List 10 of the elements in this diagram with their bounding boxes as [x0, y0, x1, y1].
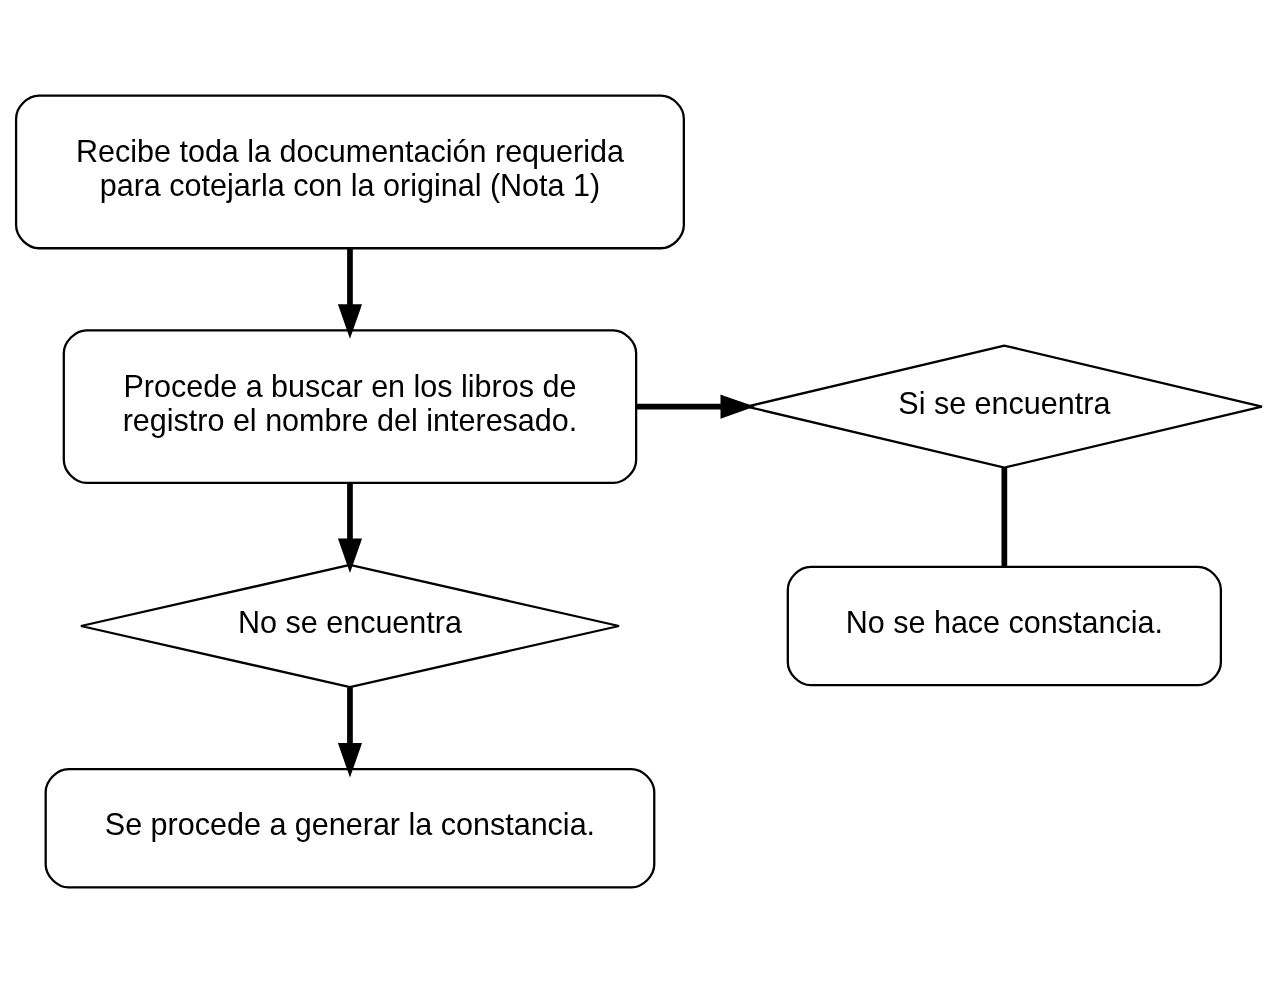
connector — [1001, 467, 1008, 566]
arrow — [337, 482, 362, 573]
arrow — [337, 248, 362, 339]
node-box: Recibe toda la documentación requerida para cotejarla con la original (Nota 1) — [14, 94, 685, 249]
node-box: Se procede a generar la constancia. — [44, 767, 656, 888]
arrow — [636, 394, 755, 419]
node-diamond: No se encuentra — [79, 563, 621, 688]
node-box: No se hace constancia. — [786, 565, 1223, 686]
arrow — [337, 686, 362, 778]
node-box: Procede a buscar en los libros de registro el nombre del interesado. — [62, 328, 638, 484]
